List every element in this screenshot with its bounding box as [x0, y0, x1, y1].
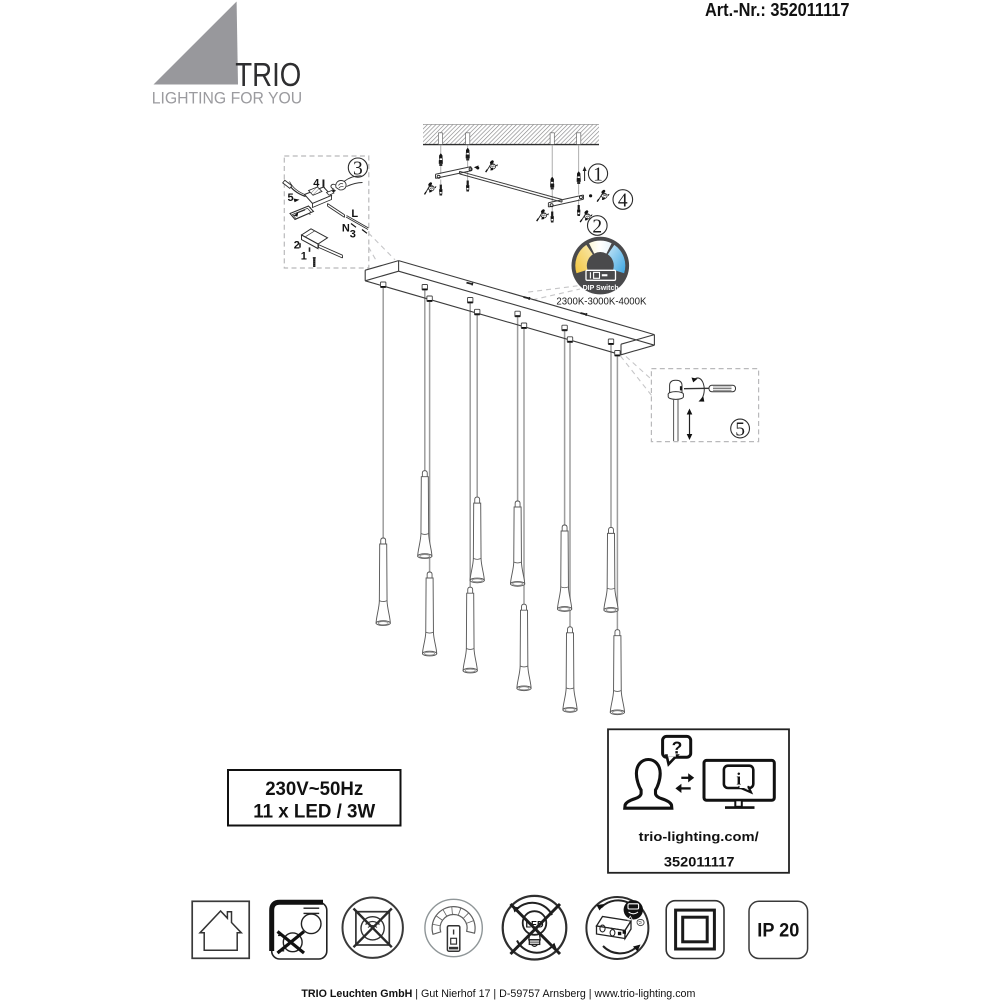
svg-text:352011117: 352011117: [664, 854, 735, 869]
svg-text:1: 1: [593, 165, 603, 186]
svg-text:DIP Switch: DIP Switch: [583, 285, 619, 292]
svg-text:2300K-3000K-4000K: 2300K-3000K-4000K: [556, 295, 646, 307]
svg-text:2: 2: [294, 240, 300, 252]
svg-text:5: 5: [735, 420, 745, 441]
svg-text:230V~50Hz: 230V~50Hz: [265, 779, 363, 800]
svg-text:4: 4: [313, 178, 320, 190]
svg-text:2: 2: [592, 217, 602, 238]
svg-text:3: 3: [350, 229, 356, 241]
svg-text:11 x LED / 3W: 11 x LED / 3W: [253, 801, 375, 822]
svg-text:IP 20: IP 20: [757, 921, 799, 942]
svg-text:TRIO Leuchten GmbH | Gut Nierh: TRIO Leuchten GmbH | Gut Nierhof 17 | D-…: [301, 988, 695, 1000]
svg-text:3: 3: [353, 159, 363, 180]
svg-text:4: 4: [618, 191, 628, 212]
svg-text:LIGHTING FOR YOU: LIGHTING FOR YOU: [152, 88, 303, 107]
svg-text:i: i: [736, 769, 741, 788]
svg-text:?: ?: [672, 738, 683, 758]
svg-text:LED: LED: [526, 920, 545, 930]
svg-text:N: N: [342, 223, 350, 235]
svg-text:trio-lighting.com/: trio-lighting.com/: [639, 829, 759, 844]
svg-text:5: 5: [287, 192, 293, 204]
svg-text:TRIO: TRIO: [235, 57, 301, 94]
svg-text:1: 1: [301, 251, 307, 263]
svg-text:Art.-Nr.: 352011117: Art.-Nr.: 352011117: [705, 0, 850, 20]
svg-text:L: L: [351, 208, 358, 220]
